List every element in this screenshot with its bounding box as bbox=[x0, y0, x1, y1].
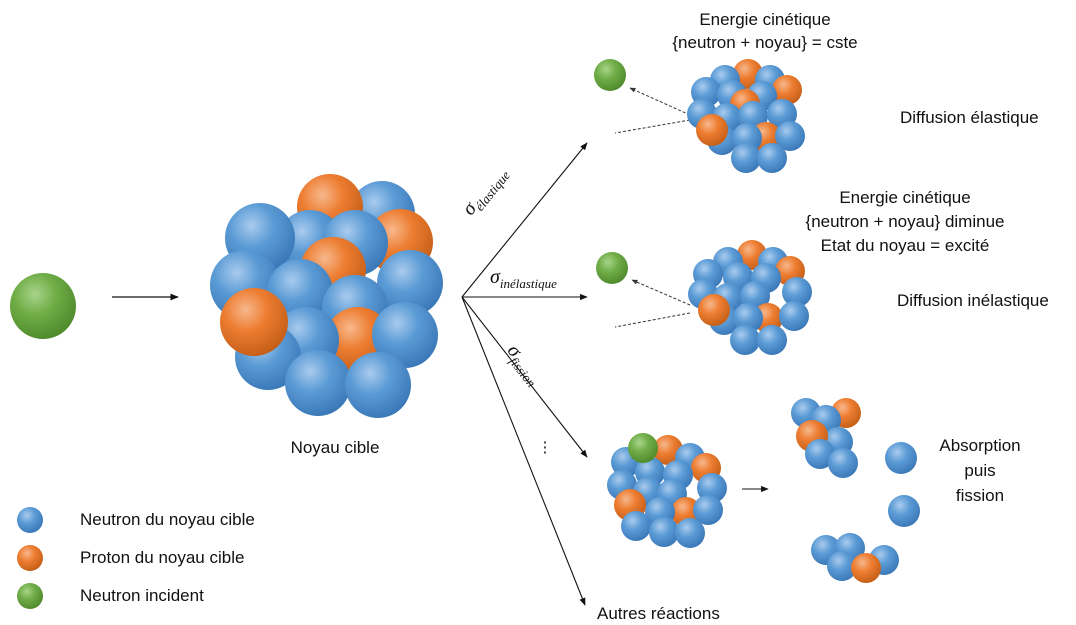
legend-neutron-label: Neutron du noyau cible bbox=[80, 510, 255, 529]
inelastic-scattered-neutron bbox=[596, 252, 628, 284]
target-nucleus-label: Noyau cible bbox=[290, 438, 380, 457]
elastic-title-line1: Energie cinétique bbox=[699, 10, 831, 29]
fission-fragment-1 bbox=[791, 398, 861, 478]
free-neutron-1 bbox=[885, 442, 917, 474]
inelastic-neutron-path bbox=[631, 279, 691, 306]
elastic-nucleus bbox=[687, 59, 805, 173]
legend-proton-label: Proton du noyau cible bbox=[80, 548, 245, 567]
legend-incident-icon bbox=[17, 583, 43, 609]
elastic-scattered-neutron bbox=[594, 59, 626, 91]
inelastic-nucleus-path bbox=[614, 312, 691, 328]
fission-reaction-name-line1: Absorption bbox=[939, 436, 1021, 455]
sigma-inelastic-label: σinélastique bbox=[490, 266, 557, 291]
fission-reaction-name-line3: fission bbox=[955, 486, 1005, 505]
compound-nucleus bbox=[607, 433, 727, 548]
inelastic-nucleus bbox=[688, 240, 812, 355]
inelastic-title-line3: Etat du noyau = excité bbox=[820, 236, 990, 255]
inelastic-reaction-name: Diffusion inélastique bbox=[897, 291, 1049, 310]
legend-incident-label: Neutron incident bbox=[80, 586, 204, 605]
more-reactions-dots: ⋮ bbox=[537, 439, 553, 456]
fission-fragment-2 bbox=[811, 533, 899, 583]
legend-neutron-icon bbox=[17, 507, 43, 533]
target-nucleus bbox=[210, 174, 443, 418]
reaction-arrows bbox=[461, 142, 588, 606]
inelastic-title-line2: {neutron + noyau} diminue bbox=[805, 212, 1005, 231]
elastic-reaction-name: Diffusion élastique bbox=[900, 108, 1039, 127]
inelastic-title-line1: Energie cinétique bbox=[839, 188, 971, 207]
free-neutron-2 bbox=[888, 495, 920, 527]
elastic-neutron-path bbox=[629, 87, 691, 116]
fission-reaction-name-line2: puis bbox=[964, 461, 996, 480]
incident-neutron bbox=[10, 273, 76, 339]
elastic-nucleus-path bbox=[614, 119, 691, 134]
elastic-title-line2: {neutron + noyau} = cste bbox=[672, 33, 858, 52]
other-reactions-label: Autres réactions bbox=[597, 604, 720, 623]
legend-proton-icon bbox=[17, 545, 43, 571]
